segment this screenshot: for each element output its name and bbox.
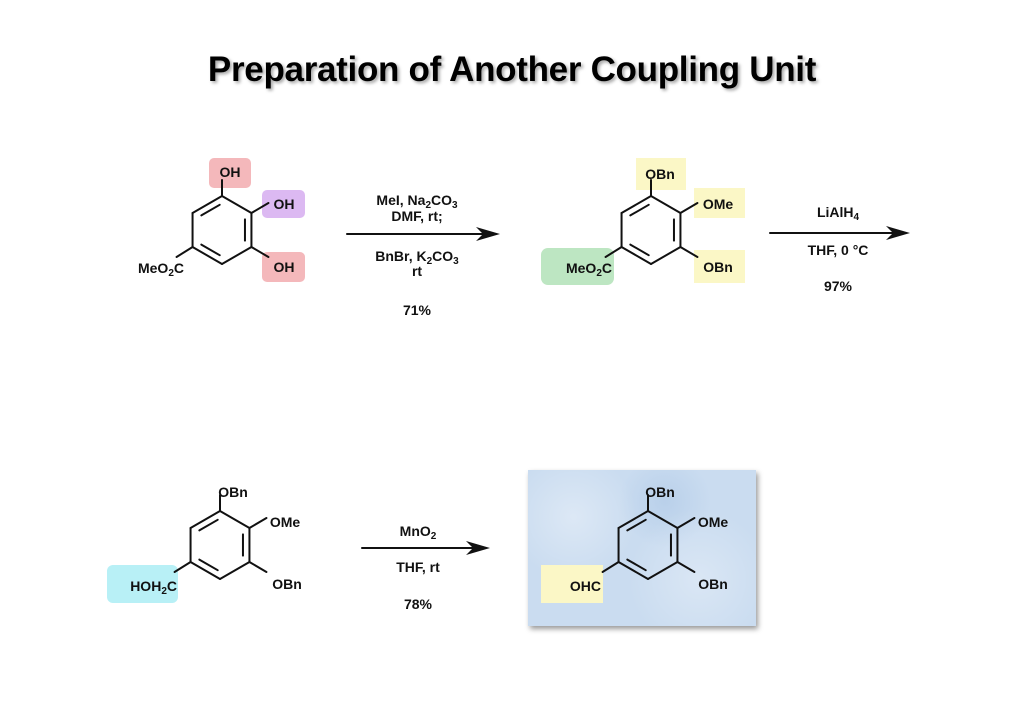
mol2-lower-right-bond xyxy=(679,246,699,258)
mol1-left-label: MeO2C xyxy=(137,260,184,279)
mol2-top-label: OBn xyxy=(645,166,675,182)
mol4-double-bond xyxy=(626,558,647,572)
mol3-double-bond xyxy=(198,518,219,532)
mol1-ring-bond xyxy=(221,246,253,265)
mol3-lower-right-label: OBn xyxy=(272,576,302,592)
mol4-ring-bond xyxy=(647,510,679,529)
highlight-ome xyxy=(694,188,745,218)
mol3-left-label: HOH2C xyxy=(130,578,177,597)
slide-title: Preparation of Another Coupling Unit xyxy=(207,50,817,89)
highlight-ester xyxy=(541,248,614,285)
mol3-ring-bond xyxy=(189,510,221,529)
mol2-double-bond xyxy=(629,243,650,257)
mol4-lower-right-label: OBn xyxy=(698,576,728,592)
mol1-upper-right-bond xyxy=(250,202,270,214)
mol3-double-bond xyxy=(198,558,219,572)
product-highlight-box xyxy=(528,470,756,626)
mol1-ring-bond xyxy=(191,246,223,265)
mol3-ring-bond xyxy=(189,561,221,580)
highlight-aldehyde xyxy=(541,565,603,603)
mol1-left-bond xyxy=(175,246,194,258)
mol2-upper-right-label: OMe xyxy=(702,196,734,212)
mol2-ring-bond xyxy=(620,195,652,214)
mol1-ring-bond xyxy=(191,195,223,214)
mol2-ring-bond xyxy=(650,246,682,265)
mol3-upper-right-label: OMe xyxy=(269,514,301,530)
highlight-oh-top xyxy=(209,158,251,188)
step3-yield: 78% xyxy=(403,596,433,612)
mol1-upper-right-label: OH xyxy=(273,196,295,212)
step2-conditions: THF, 0 °C xyxy=(807,242,869,258)
reaction-arrow-1-head xyxy=(476,227,500,241)
mol1-ring-bond xyxy=(221,195,253,214)
step1-reagent-2: DMF, rt; xyxy=(391,208,443,224)
mol2-ring-bond xyxy=(620,246,652,265)
mol4-ring-bond xyxy=(617,561,649,580)
mol3-ring-bond xyxy=(219,510,251,529)
step1-reagent-3: BnBr, K2CO3 xyxy=(375,248,459,267)
step2-yield: 97% xyxy=(823,278,853,294)
highlight-oh-middle xyxy=(262,190,305,218)
reaction-arrow-2-head xyxy=(886,226,910,240)
mol2-left-bond xyxy=(604,246,623,258)
mol2-ring-bond xyxy=(650,195,682,214)
mol4-ring-bond xyxy=(647,561,679,580)
highlight-obn-bottom xyxy=(694,250,745,283)
mol4-left-bond xyxy=(601,561,620,573)
mol3-ring-bond xyxy=(219,561,251,580)
step3-conditions: THF, rt xyxy=(396,559,440,575)
step1-reagent-1: MeI, Na2CO3 xyxy=(376,192,458,211)
mol4-lower-right-bond xyxy=(676,561,696,573)
highlight-obn-top xyxy=(636,158,686,190)
mol3-lower-right-bond xyxy=(248,561,268,573)
mol1-top-label: OH xyxy=(219,164,241,180)
mol1-lower-right-bond xyxy=(250,246,270,258)
mol1-double-bond xyxy=(200,243,221,257)
highlight-alcohol xyxy=(107,565,178,603)
mol4-upper-right-bond xyxy=(676,517,696,529)
mol4-double-bond xyxy=(626,518,647,532)
mol3-left-bond xyxy=(173,561,192,573)
mol2-left-label: MeO2C xyxy=(565,260,612,279)
mol4-left-label: OHC xyxy=(569,578,601,594)
step1-reagent-4: rt xyxy=(411,263,423,279)
mol2-lower-right-label: OBn xyxy=(703,259,733,275)
step2-reagent: LiAlH4 xyxy=(816,204,860,223)
mol4-upper-right-label: OMe xyxy=(697,514,729,530)
mol2-double-bond xyxy=(629,203,650,217)
mol1-double-bond xyxy=(200,203,221,217)
mol3-top-label: OBn xyxy=(218,484,248,500)
mol4-top-label: OBn xyxy=(645,484,675,500)
step3-reagent: MnO2 xyxy=(399,523,437,542)
mol1-lower-right-label: OH xyxy=(273,259,295,275)
mol2-upper-right-bond xyxy=(679,202,699,214)
step1-yield: 71% xyxy=(402,302,432,318)
mol4-ring-bond xyxy=(617,510,649,529)
mol3-upper-right-bond xyxy=(248,517,268,529)
reaction-arrow-3-head xyxy=(466,541,490,555)
